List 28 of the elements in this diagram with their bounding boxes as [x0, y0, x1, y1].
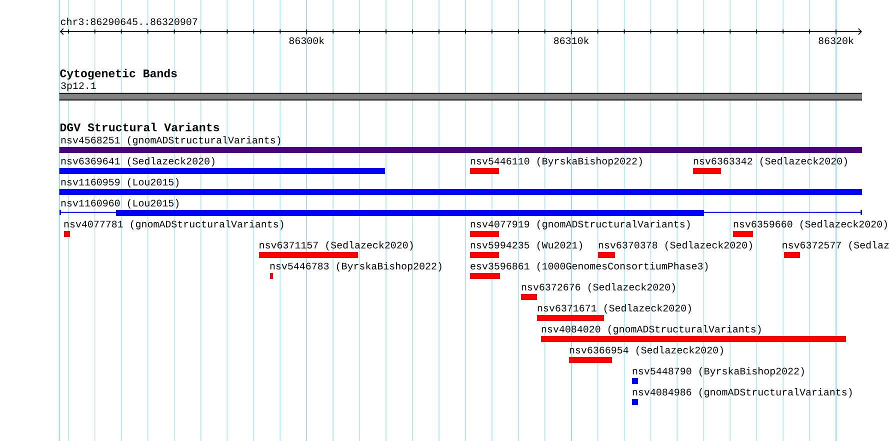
feature-label: nsv1160959 (Lou2015) [61, 178, 178, 188]
feature-label: nsv6372577 (Sedlaz [782, 241, 889, 250]
feature-label: esv3596861 (1000GenomesConsortiumPhase3) [470, 262, 708, 272]
feature-label: nsv5448790 (ByrskaBishop2022) [632, 367, 804, 376]
tick-label: 86310k [554, 36, 589, 44]
feature-label: nsv4084986 (gnomADStructuralVariants) [632, 388, 852, 398]
band-label: 3p12.1 [61, 82, 96, 92]
feature-label: nsv4077919 (gnomADStructuralVariants) [470, 220, 690, 230]
feature-label: nsv4568251 (gnomADStructuralVariants) [61, 136, 280, 146]
feature-label: nsv5994235 (Wu2021) [470, 241, 582, 250]
feature-label: nsv1160960 (Lou2015) [61, 199, 178, 208]
track-heading: Cytogenetic Bands [60, 68, 177, 80]
ruler-label: chr3:86290645..86320907 [60, 18, 198, 26]
feature-label: nsv5446110 (ByrskaBishop2022) [470, 157, 642, 166]
track-heading: DGV Structural Variants [60, 122, 220, 132]
feature-label: nsv4077781 (gnomADStructuralVariants) [64, 220, 284, 230]
tick-label: 86300k [289, 36, 324, 44]
feature-label: nsv6371671 (Sedlazeck2020) [538, 304, 691, 314]
feature-label: nsv5446783 (ByrskaBishop2022) [270, 262, 442, 272]
feature-label: nsv4084020 (gnomADStructuralVariants) [542, 325, 761, 334]
tick-label: 86320k [818, 36, 854, 44]
feature-label: nsv6371157 (Sedlazeck2020) [260, 241, 413, 250]
feature-label: nsv6370378 (Sedlazeck2020) [598, 241, 752, 250]
feature-label: nsv6363342 (Sedlazeck2020) [694, 157, 847, 166]
feature-label: nsv6359660 (Sedlazeck2020) [734, 220, 887, 230]
feature-label: nsv6366954 (Sedlazeck2020) [570, 346, 723, 356]
feature-label: nsv6372676 (Sedlazeck2020) [522, 283, 675, 292]
feature-label: nsv6369641 (Sedlazeck2020) [61, 157, 214, 166]
